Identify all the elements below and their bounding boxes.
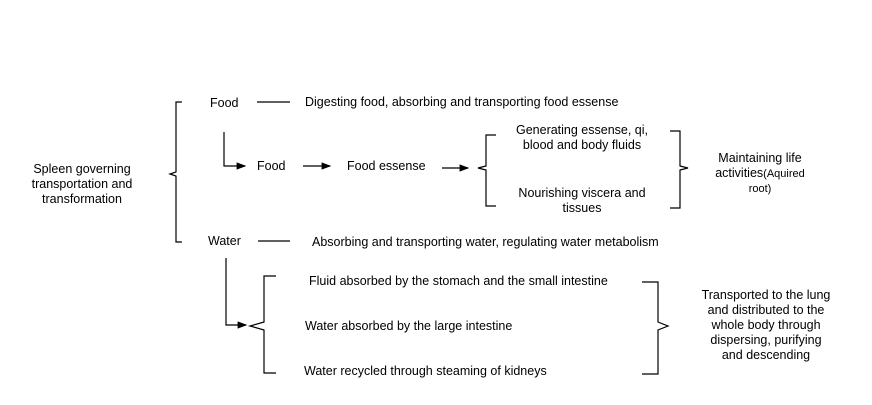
food-result-label: Maintaining life activities(Aquired root… bbox=[700, 151, 820, 197]
outcome-right-brace bbox=[670, 130, 689, 209]
water-source-stomach: Fluid absorbed by the stomach and the sm… bbox=[309, 274, 608, 288]
outcome-nourishing-line: tissues bbox=[562, 201, 602, 215]
water-branch-label: Water bbox=[208, 234, 241, 248]
water-source-kidneys: Water recycled through steaming of kidne… bbox=[304, 364, 547, 378]
food-branch-label: Food bbox=[210, 96, 239, 110]
food-result-activities: activities bbox=[715, 166, 764, 180]
food-result-line: activities(Aquired bbox=[700, 166, 820, 182]
root-label: Spleen governing transportation and tran… bbox=[20, 162, 144, 207]
water-result-label: Transported to the lung and distributed … bbox=[684, 288, 848, 363]
water-result-line: and descending bbox=[721, 348, 811, 362]
outcome-nourishing: Nourishing viscera and tissues bbox=[502, 186, 662, 216]
food-result-note-line: root) bbox=[748, 183, 772, 195]
outcome-generating: Generating essense, qi, blood and body f… bbox=[502, 123, 662, 153]
water-result-line: dispersing, purifying bbox=[710, 333, 822, 347]
food-result-note: (Aquired bbox=[763, 168, 805, 180]
outcome-nourishing-line: Nourishing viscera and bbox=[518, 186, 646, 200]
food-function-text: Digesting food, absorbing and transporti… bbox=[305, 95, 619, 109]
root-label-line: transportation and bbox=[31, 177, 133, 191]
water-function-text: Absorbing and transporting water, regula… bbox=[312, 235, 659, 249]
water-result-line: and distributed to the bbox=[707, 303, 825, 317]
food-result-line: Maintaining life bbox=[718, 151, 802, 165]
food-node-label: Food bbox=[257, 159, 286, 173]
water-sources-brace bbox=[247, 275, 276, 374]
water-source-large-intestine: Water absorbed by the large intestine bbox=[305, 319, 513, 333]
food-down-connector bbox=[223, 132, 247, 170]
water-result-line: whole body through bbox=[711, 318, 821, 332]
water-result-line: Transported to the lung bbox=[701, 288, 831, 302]
outcome-brace bbox=[477, 134, 496, 207]
root-label-line: Spleen governing bbox=[33, 162, 131, 176]
water-down-connector bbox=[225, 258, 248, 329]
outcome-generating-line: Generating essense, qi, bbox=[515, 123, 649, 137]
food-essense-label: Food essense bbox=[347, 159, 426, 173]
root-label-line: transformation bbox=[42, 192, 122, 206]
outcome-generating-line: blood and body fluids bbox=[522, 138, 642, 152]
main-brace bbox=[168, 101, 182, 243]
water-sources-right-brace bbox=[642, 281, 670, 375]
